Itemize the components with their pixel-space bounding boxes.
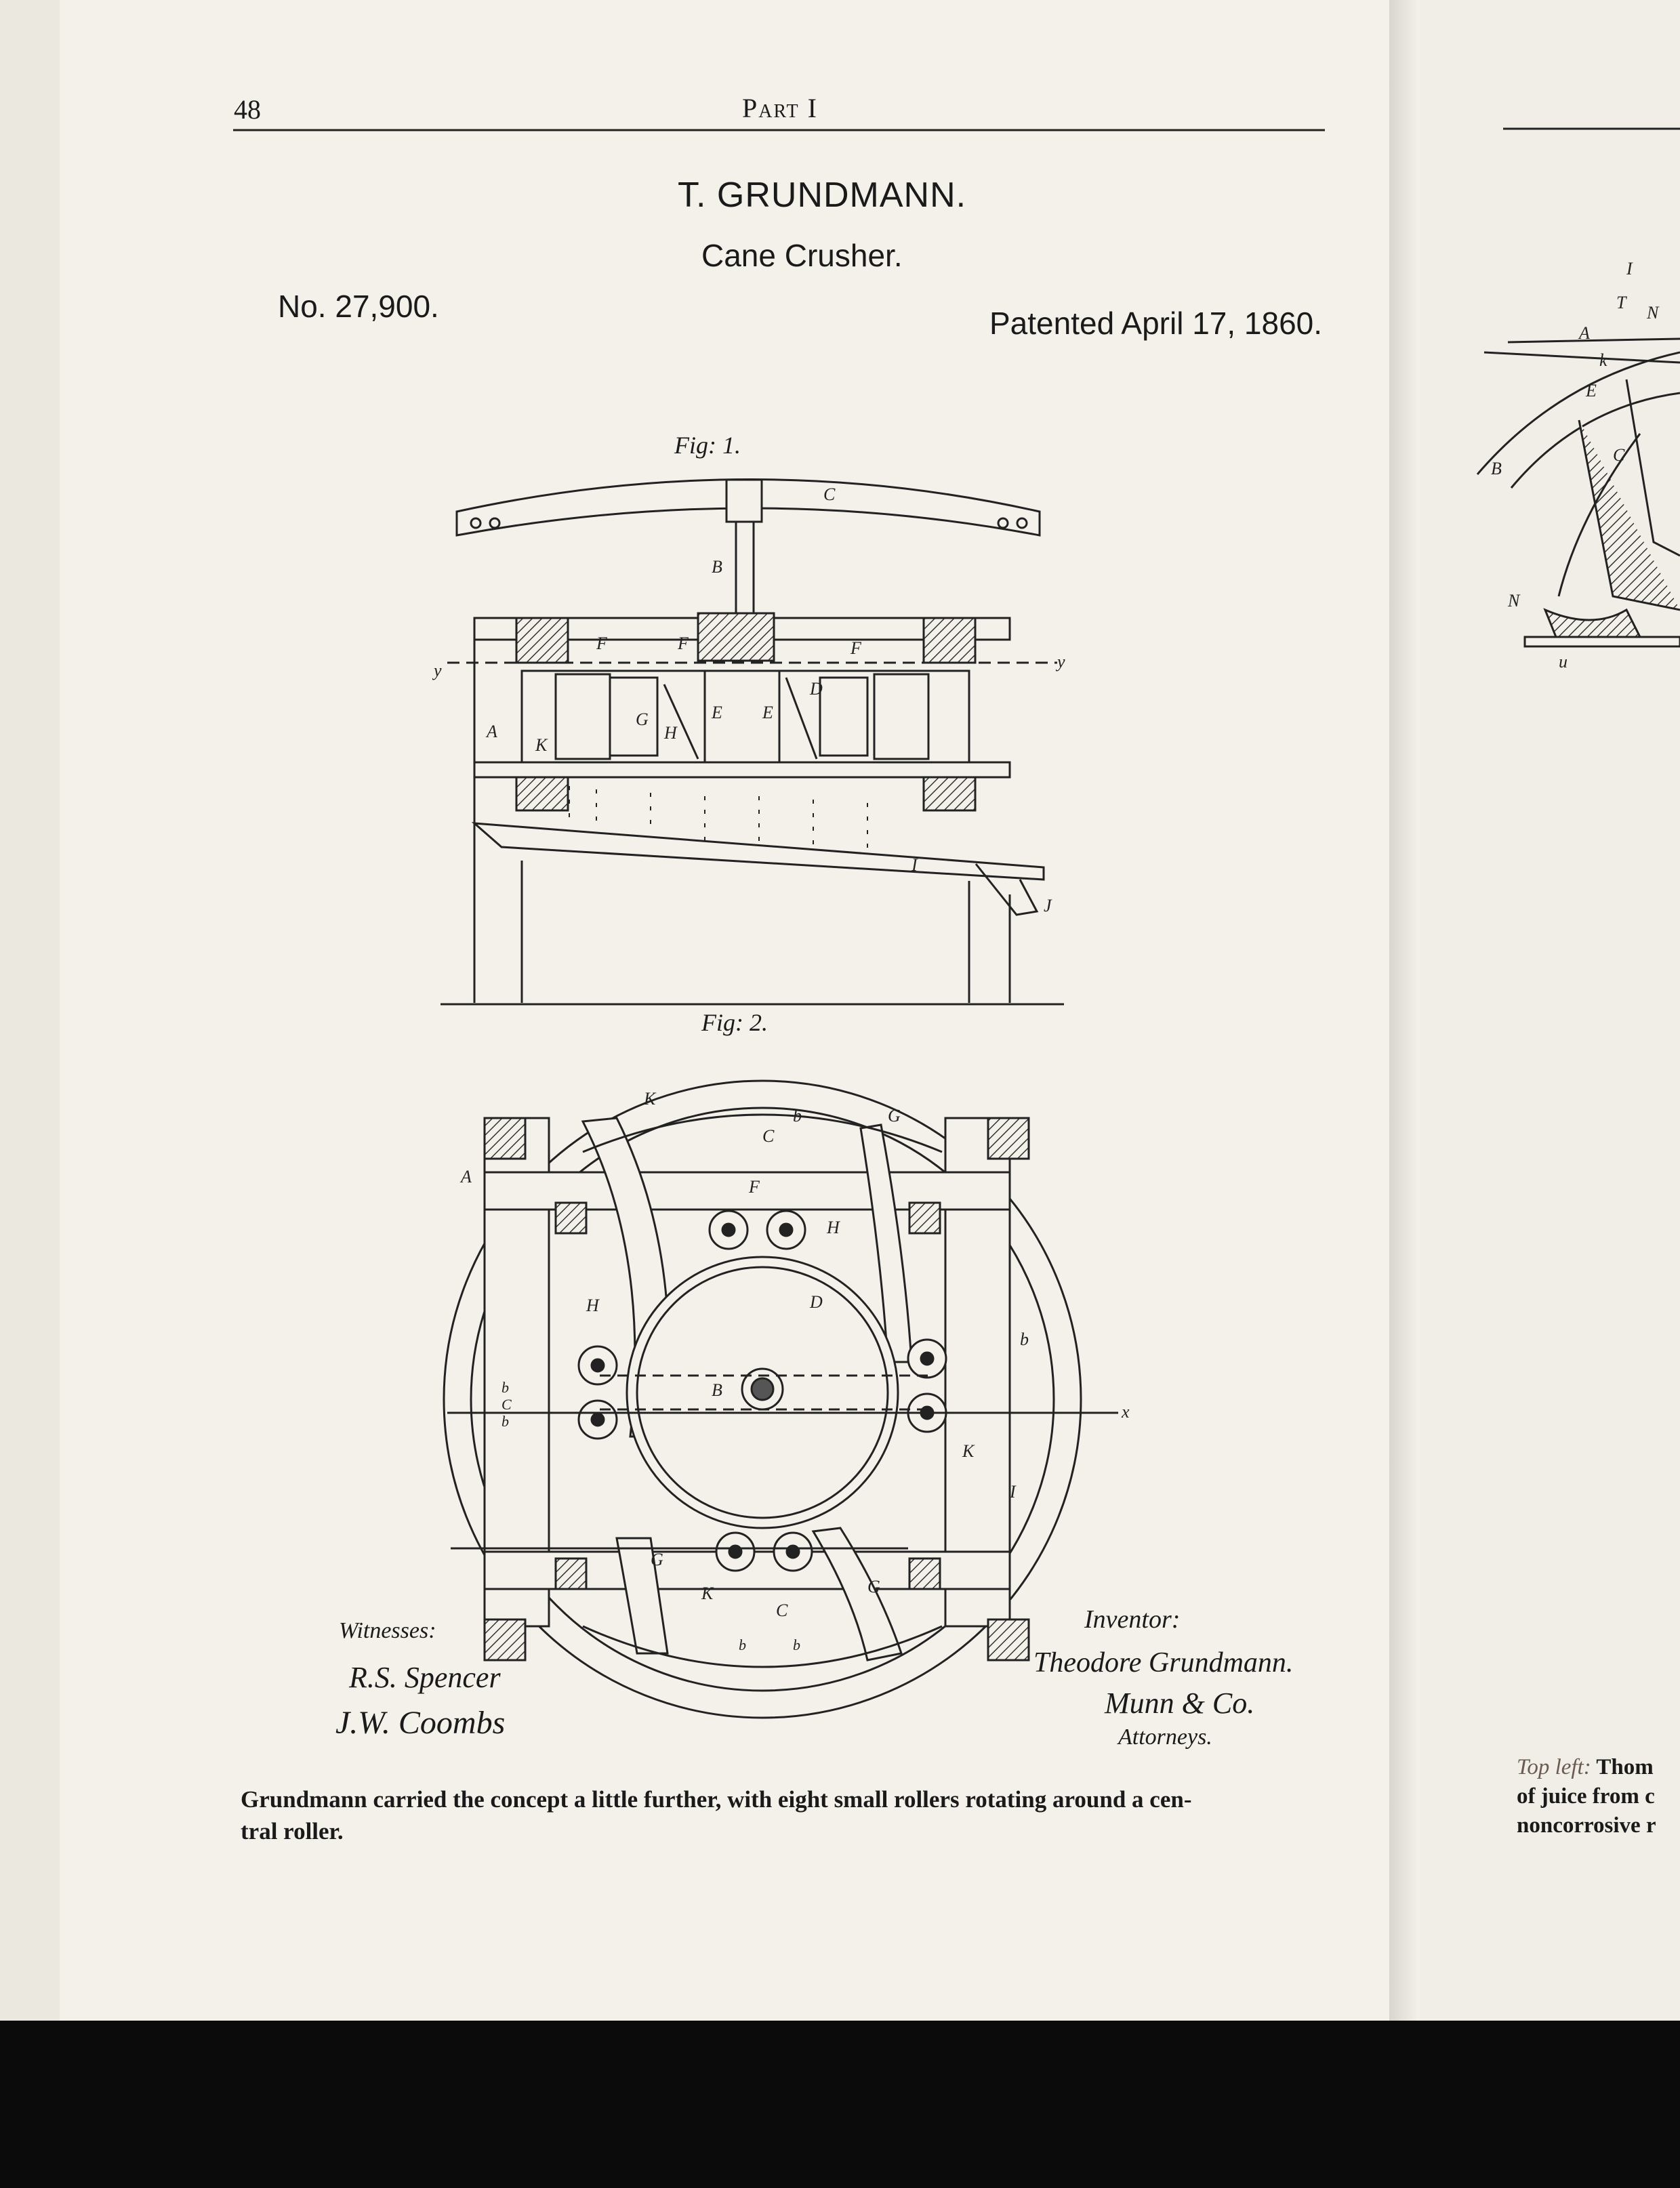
svg-text:b: b (1020, 1329, 1029, 1349)
svg-text:b: b (793, 1106, 802, 1126)
svg-text:A: A (485, 722, 497, 741)
facing-page-letter-labels: I T N A k E B C N u (1491, 259, 1660, 672)
svg-text:G: G (636, 709, 649, 729)
svg-text:F: F (677, 634, 689, 653)
attorney-signature: Munn & Co. (1105, 1687, 1255, 1720)
page-number: 48 (234, 94, 261, 125)
svg-text:A: A (459, 1167, 472, 1186)
svg-text:u: u (1559, 652, 1568, 672)
svg-text:K: K (535, 735, 548, 755)
facing-caption-text-1: Thom (1596, 1755, 1654, 1779)
svg-text:J: J (1044, 896, 1052, 915)
attorneys-label: Attorneys. (1118, 1725, 1212, 1750)
svg-text:b: b (501, 1413, 509, 1430)
svg-text:G: G (651, 1550, 663, 1569)
svg-text:E: E (1585, 381, 1597, 400)
figure-caption-line-2: tral roller. (241, 1818, 344, 1844)
fig2-label: Fig: 2. (701, 1009, 768, 1036)
facing-page (1398, 0, 1680, 2021)
svg-text:D: D (809, 679, 823, 699)
svg-text:y: y (1055, 652, 1065, 672)
facing-caption-line-2: of juice from c (1517, 1784, 1655, 1809)
fig1-letter-labels: C B y y A D E E F F F G K H I J (432, 484, 1065, 915)
svg-text:H: H (663, 723, 678, 743)
svg-text:B: B (712, 557, 722, 577)
svg-text:D: D (809, 1292, 823, 1312)
svg-text:I: I (1009, 1482, 1017, 1502)
svg-text:H: H (586, 1296, 600, 1315)
facing-caption-label: Top left: (1517, 1755, 1591, 1779)
svg-text:A: A (1578, 323, 1590, 343)
facing-caption-line-1: Top left: Thom (1517, 1755, 1654, 1780)
svg-text:I: I (1626, 259, 1633, 278)
svg-text:C: C (501, 1396, 512, 1413)
svg-text:N: N (1646, 303, 1660, 323)
figure-caption-line-1: Grundmann carried the concept a little f… (241, 1786, 1192, 1813)
svg-text:B: B (712, 1380, 722, 1400)
page-gutter (1389, 0, 1420, 2021)
left-page (60, 0, 1398, 2021)
svg-text:E: E (711, 703, 722, 722)
svg-text:K: K (643, 1089, 657, 1109)
patent-title: Cane Crusher. (701, 238, 903, 273)
svg-text:b: b (501, 1379, 509, 1396)
patent-inventor-name: T. GRUNDMANN. (678, 176, 967, 215)
svg-text:C: C (1613, 445, 1625, 465)
left-page-edge (0, 0, 60, 2021)
witness-signature-1: R.S. Spencer (349, 1661, 501, 1694)
patent-date: Patented April 17, 1860. (989, 306, 1323, 341)
svg-text:F: F (596, 634, 608, 653)
scan-bottom-border (0, 2021, 1680, 2188)
svg-text:G: G (867, 1577, 880, 1596)
inventor-label: Inventor: (1084, 1605, 1181, 1634)
svg-text:C: C (823, 484, 836, 504)
witness-signature-2: J.W. Coombs (335, 1705, 506, 1741)
svg-text:K: K (962, 1441, 975, 1461)
svg-text:T: T (1616, 293, 1627, 312)
svg-text:G: G (888, 1106, 901, 1126)
fig2-letter-labels: K G b C A F H D H B x K I b b C b G G K … (459, 1089, 1130, 1653)
svg-text:C: C (776, 1601, 788, 1620)
facing-page-drawing (1476, 337, 1680, 648)
fig2-drawing (443, 1079, 1118, 1719)
svg-text:b: b (739, 1636, 746, 1653)
svg-text:B: B (1491, 459, 1502, 478)
witnesses-label: Witnesses: (339, 1618, 436, 1643)
svg-text:N: N (1507, 591, 1521, 611)
fig1-label: Fig: 1. (674, 432, 741, 459)
svg-text:F: F (850, 638, 862, 658)
svg-text:b: b (793, 1636, 800, 1653)
patent-number: No. 27,900. (278, 289, 439, 324)
svg-text:y: y (432, 661, 442, 680)
svg-text:C: C (762, 1126, 775, 1146)
fig1-drawing (441, 478, 1064, 1006)
svg-text:H: H (826, 1218, 840, 1237)
svg-text:x: x (1121, 1402, 1130, 1422)
svg-text:K: K (701, 1584, 714, 1603)
facing-caption-line-3: noncorrosive r (1517, 1813, 1656, 1838)
svg-text:I: I (911, 855, 918, 875)
running-header: Part I (742, 93, 818, 123)
inventor-signature: Theodore Grundmann. (1033, 1647, 1294, 1678)
svg-text:E: E (762, 703, 773, 722)
svg-text:k: k (1599, 350, 1607, 370)
svg-text:F: F (748, 1177, 760, 1197)
